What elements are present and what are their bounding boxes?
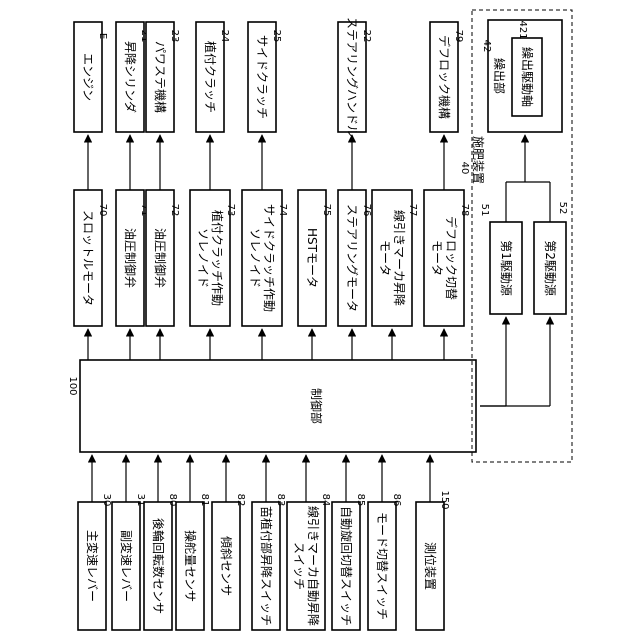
feeder-ref: 42 [481,40,492,53]
actuator-block-label: モータ [378,240,392,276]
actuator-block-72: 油圧制御弁72 [146,190,180,326]
feeder-shaft-ref: 421 [517,20,528,39]
actuator-block-77: 線引きマーカ昇降モータ 77 [372,190,418,326]
input-block-ref: 85 [355,494,366,507]
actuator-block-label: スロットルモータ [81,210,95,306]
device-block-21: 昇降シリンダ21 [116,22,150,132]
actuator-block-70: スロットルモータ70 [74,190,108,326]
device-block-label: 昇降シリンダ [123,41,138,113]
actuator-block-label: 油圧制御弁 [153,228,168,288]
actuator-block-label: 線引きマーカ昇降 [392,210,407,306]
actuator-block-label: HSTモータ [305,228,319,288]
fertilizer-device-ref: 40 [459,162,470,175]
input-block-ref: 83 [275,494,286,507]
fertilizer-internals: 第1駆動源 51 第2駆動源 52 繰出部 42 繰出駆動軸 421 [479,20,568,314]
input-block-30: 主変速レバー 30 [78,494,112,630]
actuator-block-ref: 78 [459,204,470,217]
input-block-80: 後輪回転数センサ80 [144,494,178,630]
input-block-label: 主変速レバー [85,530,100,602]
device-block-23: パワステ機構23 [146,22,180,132]
drive-source-1-ref: 51 [479,204,490,217]
fertilizer-device-label: 施肥装置 [471,136,485,184]
input-block-label: 苗植付部昇降スイッチ [259,506,274,626]
input-block-label: 測位装置 [423,542,438,590]
feeder-shaft-label: 繰出駆動軸 [520,47,534,107]
actuator-block-label: サイドクラッチ作動 [262,204,276,312]
input-block-31: 副変速レバー31 [112,494,146,630]
input-block-label: 副変速レバー [119,530,134,602]
actuator-block-label: 油圧制御弁 [123,228,138,288]
device-block-ref: 24 [219,30,230,43]
input-block-85: 自動旋回切替スイッチ85 [332,494,366,630]
drive-source-1-label: 第1駆動源 [499,240,513,296]
actuator-block-label: ステアリングモータ [345,204,359,312]
input-block-ref: 30 [101,494,112,507]
device-block-ref: E [97,33,108,39]
input-block-84: 線引きマーカ自動昇降スイッチ 84 [287,494,331,630]
input-block-label: 傾斜センサ [219,536,233,596]
actuator-block-ref: 70 [97,204,108,217]
actuator-block-ref: 77 [407,204,418,217]
actuator-block-74: サイドクラッチ作動ソレノイド 74 [242,190,288,326]
device-blocks: エンジン E 昇降シリンダ21パワステ機構23 植付クラッチ24 サイドクラッチ25 ステ… [74,17,464,137]
input-block-label: スイッチ [292,542,306,590]
drive-source-2-ref: 52 [557,202,568,215]
device-block-label: 植付クラッチ [203,41,218,113]
device-block-ref: 25 [271,30,282,43]
input-block-ref: 84 [320,494,331,507]
input-block-label: 自動旋回切替スイッチ [339,506,353,626]
device-block-E: エンジン E [74,22,108,132]
device-block-79: デフロック機構79 [430,22,464,132]
feeder-label: 繰出部 [492,58,507,94]
input-block-81: 操舵量センサ 81 [176,494,210,630]
input-block-label: 後輪回転数センサ [151,518,166,614]
actuator-block-71: 油圧制御弁71 [116,190,150,326]
actuator-blocks: スロットルモータ70油圧制御弁71油圧制御弁72植付クラッチ作動ソレノイド73サ… [74,190,470,326]
controller-ref: 100 [67,376,78,395]
device-block-label: ステアリングハンドル [345,17,359,137]
actuator-block-75: HSTモータ75 [298,190,332,326]
input-block-ref: 81 [199,494,210,507]
device-block-22: ステアリングハンドル22 [338,17,372,137]
device-block-25: サイドクラッチ25 [248,22,282,132]
input-block-ref: 86 [391,494,402,507]
input-blocks: 主変速レバー 30副変速レバー31後輪回転数センサ80 操舵量センサ 81 傾斜センサ 8… [78,490,450,630]
input-block-86: モード切替スイッチ86 [368,494,402,630]
actuator-block-76: ステアリングモータ76 [338,190,372,326]
controller-block: 制御部 100 [67,360,476,452]
actuator-block-ref: 75 [321,204,332,217]
actuator-block-label: ソレノイド [248,228,262,288]
actuator-block-ref: 74 [277,204,288,217]
device-block-label: パワステ機構 [153,41,168,113]
device-block-label: デフロック機構 [437,35,452,119]
actuator-block-ref: 76 [361,204,372,217]
actuator-block-label: デフロック切替 [444,216,459,300]
input-block-label: 操舵量センサ [183,530,198,602]
controller-label: 制御部 [309,388,324,424]
actuator-block-73: 植付クラッチ作動ソレノイド 73 [190,190,236,326]
actuator-block-label: モータ [430,240,444,276]
input-block-ref: 82 [235,494,246,507]
device-block-ref: 22 [361,30,372,43]
actuator-block-label: 植付クラッチ作動 [210,210,225,306]
actuator-block-78: デフロック切替モータ 78 [424,190,470,326]
input-block-label: モード切替スイッチ [375,512,389,620]
device-block-label: サイドクラッチ [255,35,269,119]
input-block-83: 苗植付部昇降スイッチ83 [252,494,286,630]
device-block-ref: 79 [453,30,464,43]
actuator-block-ref: 73 [225,204,236,217]
input-block-label: 線引きマーカ自動昇降 [306,506,321,626]
device-block-ref: 23 [169,30,180,43]
actuator-block-label: ソレノイド [196,228,210,288]
input-block-82: 傾斜センサ 82 [212,494,246,630]
input-block-ref: 150 [439,490,450,509]
actuator-block-ref: 72 [169,204,180,217]
device-block-label: エンジン [81,53,95,101]
device-block-24: 植付クラッチ24 [196,22,230,132]
drive-source-2-label: 第2駆動源 [543,240,557,296]
input-block-150: 測位装置 150 [416,490,450,630]
